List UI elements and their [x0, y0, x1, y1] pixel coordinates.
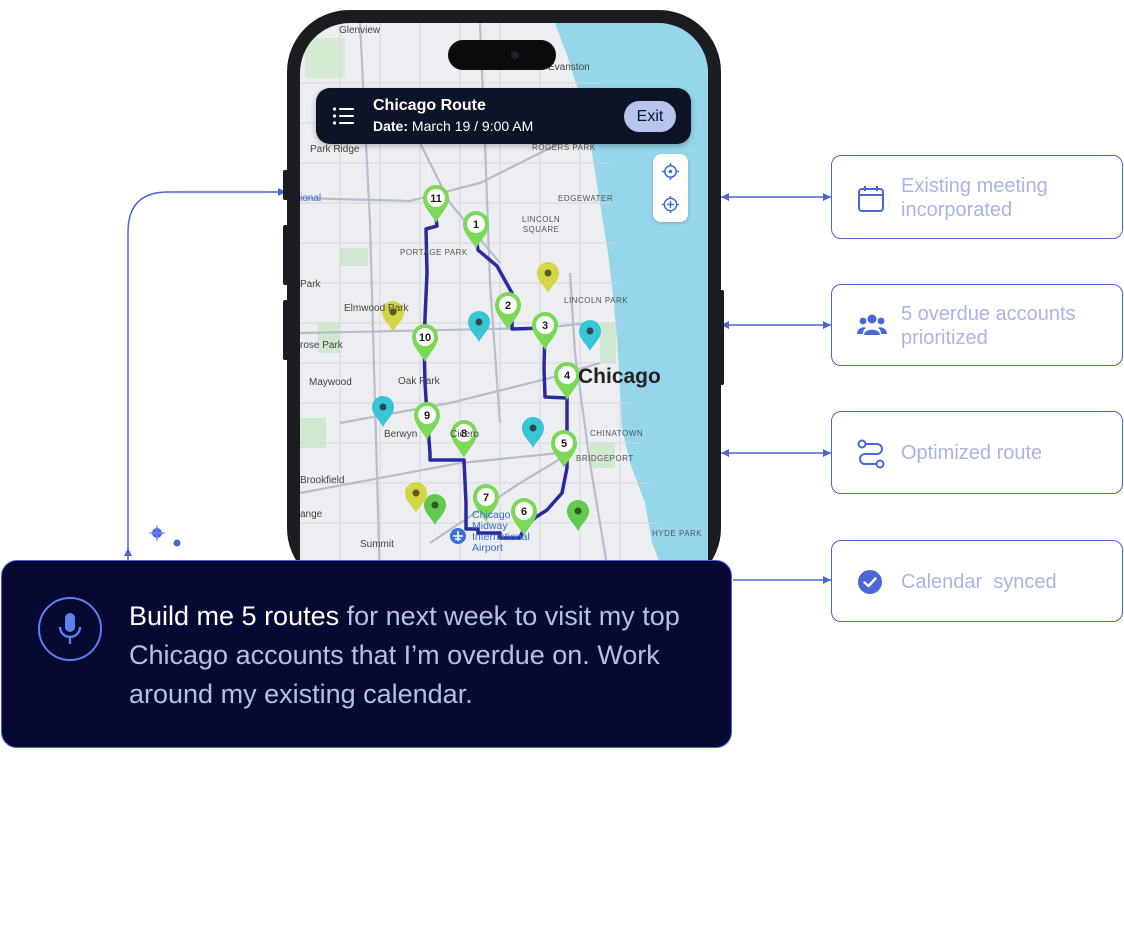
map-label-edgewater: EDGEWATER: [558, 194, 614, 203]
people-icon: [857, 314, 887, 335]
map-label-park: Park: [300, 279, 321, 290]
route-stop-10: 10: [412, 324, 438, 362]
green-pin: [567, 500, 589, 531]
feature-text: Calendar synced: [901, 571, 1057, 593]
calendar-icon: [858, 186, 884, 212]
route-stop-11: 11: [423, 185, 449, 223]
route-date-value: March 19 / 9:00 AM: [411, 118, 534, 134]
map-label-park-ridge: Park Ridge: [310, 144, 360, 155]
route-stop-5: 5: [551, 430, 577, 468]
map-label-hyde-park: HYDE PARK: [652, 529, 703, 538]
list-menu-icon[interactable]: [332, 105, 356, 127]
route-stop-8: 8: [451, 420, 477, 458]
map-label-international: ional: [300, 193, 322, 204]
route-stop-3: 3: [532, 312, 558, 350]
map-label-evanston: Evanston: [548, 62, 590, 73]
microphone-button[interactable]: [38, 597, 102, 661]
map-label-lincoln-park: LINCOLN PARK: [564, 296, 629, 305]
teal-pin: [372, 396, 394, 427]
map-label-chinatown: CHINATOWN: [590, 429, 644, 438]
map-label-summit: Summit: [360, 539, 394, 550]
map-controls: [653, 154, 688, 222]
map-label-glenview: Glenview: [339, 25, 381, 36]
map-label-maywood: Maywood: [309, 377, 352, 388]
map-label-brookfield: Brookfield: [300, 475, 345, 486]
feature-text: 5 overdue accounts prioritized: [901, 303, 1076, 349]
svg-text:6: 6: [521, 506, 527, 518]
feature-card-optimized-route: Optimized route: [831, 411, 1123, 494]
route-stop-6: 6: [511, 498, 537, 536]
dynamic-island: [448, 40, 556, 70]
route-stop-7: 7: [473, 484, 499, 522]
route-stop-pins: 11 1 2 3 4 5 6 7 8 9 10: [412, 185, 580, 536]
phone-volume-up-button: [283, 225, 288, 285]
check-circle-icon: [858, 570, 882, 594]
map-label-bridgeport: BRIDGEPORT: [576, 454, 634, 463]
voice-prompt-rest: for next week to visit my top Chicago ac…: [129, 601, 680, 709]
feature-card-overdue-accounts: 5 overdue accounts prioritized: [831, 284, 1123, 366]
phone-side-button: [283, 170, 288, 200]
voice-prompt-highlight: Build me 5 routes: [129, 601, 340, 631]
map-label-rogers-park: ROGERS PARK: [532, 143, 596, 152]
route-stop-1: 1: [463, 211, 489, 249]
svg-text:2: 2: [505, 300, 511, 312]
svg-text:11: 11: [430, 193, 442, 205]
map-label-lagrange: ange: [300, 509, 323, 520]
feature-card-calendar-synced: Calendar synced: [831, 540, 1123, 622]
route-title: Chicago Route: [373, 97, 486, 114]
svg-text:1: 1: [473, 219, 479, 231]
map-label-lincoln-square: LINCOLN SQUARE: [522, 215, 561, 234]
yellow-pin: [382, 301, 404, 332]
map-label-elmwood-park: Elmwood Park: [344, 303, 409, 314]
green-pin: [424, 494, 446, 525]
svg-text:10: 10: [419, 332, 431, 344]
route-stop-9: 9: [414, 402, 440, 440]
recenter-icon[interactable]: [661, 162, 680, 181]
route-icon: [857, 439, 885, 469]
map-label-oak-park: Oak Park: [398, 376, 440, 387]
location-add-icon[interactable]: [661, 195, 680, 214]
map-label-midway-airport: Chicago Midway International Airport: [472, 509, 530, 554]
svg-text:8: 8: [461, 428, 467, 440]
feature-text: Existing meeting incorporated: [901, 175, 1048, 221]
sparkle-icon: [148, 524, 181, 547]
route-date-label: Date:: [373, 118, 409, 134]
route-date: Date: March 19 / 9:00 AM: [373, 118, 533, 134]
phone-volume-down-button: [283, 300, 288, 360]
microphone-icon: [58, 613, 82, 644]
map-label-chicago: Chicago: [578, 365, 661, 388]
feature-text: Optimized route: [901, 442, 1043, 464]
voice-prompt-text: Build me 5 routes for next week to visit…: [129, 597, 709, 714]
voice-prompt-panel: Build me 5 routes for next week to visit…: [1, 560, 732, 748]
feature-card-existing-meeting: Existing meeting incorporated: [831, 155, 1123, 239]
svg-text:7: 7: [483, 492, 489, 504]
teal-pin: [468, 311, 490, 342]
svg-text:4: 4: [564, 370, 571, 382]
yellow-pin: [537, 262, 559, 293]
svg-text:9: 9: [424, 410, 430, 422]
account-pins: [372, 262, 601, 531]
map-label-berwyn: Berwyn: [384, 429, 418, 440]
route-stop-2: 2: [495, 292, 521, 330]
map-label-portage-park: PORTAGE PARK: [400, 248, 468, 257]
exit-button[interactable]: Exit: [624, 101, 676, 132]
teal-pin: [579, 320, 601, 351]
yellow-pin: [405, 482, 427, 513]
svg-text:3: 3: [542, 320, 548, 332]
map-label-melrose-park: rose Park: [300, 340, 343, 351]
svg-text:5: 5: [561, 438, 567, 450]
route-stop-4: 4: [554, 362, 580, 400]
airport-icon: [450, 528, 466, 544]
route-header: Chicago Route Date: March 19 / 9:00 AM E…: [316, 88, 691, 144]
teal-pin: [522, 417, 544, 448]
map-label-cicero: Cicero: [450, 429, 479, 440]
phone-power-button: [719, 290, 724, 385]
